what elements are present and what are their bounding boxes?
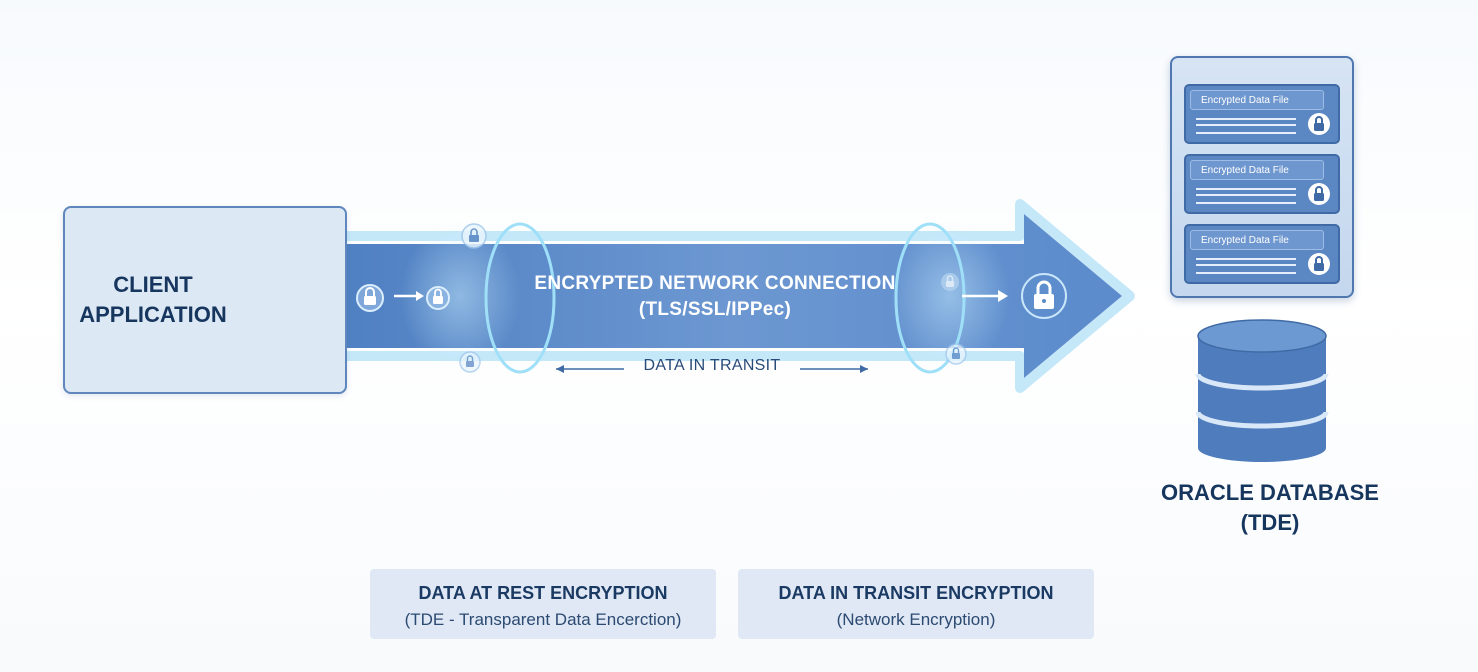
legend-transit-subtitle: (Network Encryption) xyxy=(836,610,996,629)
encrypted-file-slot: Encrypted Data File xyxy=(1184,154,1340,214)
lock-icon xyxy=(461,223,487,249)
file-lines-decoration xyxy=(1196,188,1296,204)
encrypted-file-label: Encrypted Data File xyxy=(1190,160,1324,180)
lock-icon xyxy=(356,284,384,312)
file-lines-decoration xyxy=(1196,258,1296,274)
database-cylinder-icon xyxy=(1195,319,1329,462)
transit-double-arrow-icon xyxy=(556,365,868,373)
client-application-box xyxy=(63,206,347,394)
lock-icon xyxy=(1308,253,1330,275)
encrypted-file-label: Encrypted Data File xyxy=(1190,230,1324,250)
lock-icon xyxy=(1308,113,1330,135)
lock-icon xyxy=(1308,183,1330,205)
encrypted-file-slot: Encrypted Data File xyxy=(1184,84,1340,144)
exit-glow xyxy=(890,221,1010,371)
server-icon: Encrypted Data File Encrypted Data File … xyxy=(1170,56,1354,298)
encrypted-file-slot: Encrypted Data File xyxy=(1184,224,1340,284)
client-label-line1: CLIENT xyxy=(113,272,193,297)
file-lines-decoration xyxy=(1196,118,1296,134)
client-label-line2: APPLICATION xyxy=(79,302,227,327)
arrow-right-icon xyxy=(962,290,1008,302)
lock-icon xyxy=(459,351,481,373)
connection-title-line2: (TLS/SSL/IPPec) xyxy=(638,299,792,320)
lock-icon xyxy=(945,343,967,365)
lock-icon xyxy=(941,273,959,291)
data-in-transit-label: DATA IN TRANSIT xyxy=(643,357,781,374)
arrow-right-icon xyxy=(394,291,424,301)
client-application-label: CLIENT APPLICATION xyxy=(63,270,243,330)
legend-rest-subtitle: (TDE - Transparent Data Encerction) xyxy=(404,610,682,629)
lock-icon xyxy=(426,286,450,310)
encryption-ring-left xyxy=(484,222,556,374)
legend-data-in-transit: DATA IN TRANSIT ENCRYPTION (Network Encr… xyxy=(738,569,1094,639)
legend-rest-title: DATA AT REST ENCRYPTION xyxy=(418,583,668,603)
oracle-database-label: ORACLE DATABASE (TDE) xyxy=(1130,478,1410,538)
encrypted-file-label: Encrypted Data File xyxy=(1190,90,1324,110)
connection-title: ENCRYPTED NETWORK CONNECTION (TLS/SSL/IP… xyxy=(480,271,950,323)
lock-icon xyxy=(1021,273,1067,319)
legend-transit-title: DATA IN TRANSIT ENCRYPTION xyxy=(778,583,1054,603)
db-label-line1: ORACLE DATABASE xyxy=(1161,480,1379,505)
db-label-line2: (TDE) xyxy=(1240,510,1300,535)
encryption-ring-right xyxy=(894,222,966,374)
connection-title-line1: ENCRYPTED NETWORK CONNECTION xyxy=(534,273,896,294)
legend-data-at-rest: DATA AT REST ENCRYPTION (TDE - Transpare… xyxy=(370,569,716,639)
